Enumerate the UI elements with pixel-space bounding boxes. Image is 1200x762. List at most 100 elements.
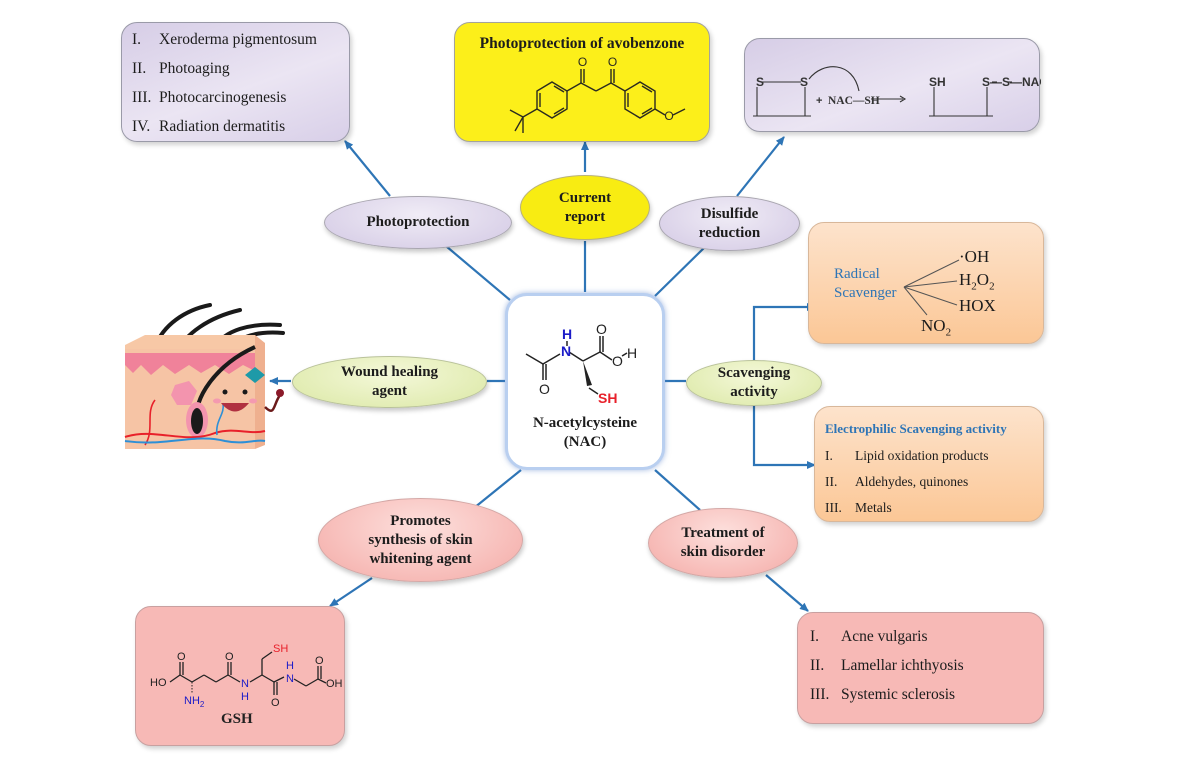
oxygen-label: O xyxy=(177,651,186,663)
item-text: Lipid oxidation products xyxy=(855,448,989,463)
formula-part: H xyxy=(959,270,972,289)
formula-part: O xyxy=(976,270,990,289)
disulfide-reaction-box: S S + NAC—SH SH S—S—NAC xyxy=(744,38,1041,132)
item-text: Lamellar ichthyosis xyxy=(841,657,964,674)
thiol-label: SH xyxy=(598,390,617,406)
formula-subscript: 2 xyxy=(989,280,995,293)
list-item: I. Acne vulgaris xyxy=(810,622,964,651)
gsh-name: GSH xyxy=(221,711,253,727)
hydrogen-label: H xyxy=(627,345,637,361)
nac-center-box[interactable]: H N O O H O SH N-acetylcysteine (NAC) xyxy=(505,293,665,470)
item-number: II. xyxy=(132,60,147,77)
electrophilic-scavenging-box: Electrophilic Scavenging activity I.Lipi… xyxy=(814,406,1044,522)
bow-icon xyxy=(245,367,265,383)
connector-photoprotection xyxy=(439,240,511,301)
oxygen-label: O xyxy=(225,651,234,663)
amide-hydrogen-label: H xyxy=(241,691,249,703)
radical-target-hox: HOX xyxy=(959,296,996,315)
node-label-line: report xyxy=(564,208,606,225)
radical-scavenger-label: Radical Scavenger xyxy=(834,265,896,303)
node-label-line: reduction xyxy=(698,224,761,241)
item-number: III. xyxy=(810,686,830,703)
radical-target-hydrogen-peroxide: H2O2 xyxy=(959,270,995,292)
formula-subscript: 2 xyxy=(971,280,977,293)
list-item: II.Photoaging xyxy=(132,54,317,83)
item-number: III. xyxy=(132,89,152,106)
disulfide-reaction-scheme: S S + NAC—SH SH S—S—NAC xyxy=(753,66,1041,117)
radical-target-hydroxyl: ·OH xyxy=(959,247,990,266)
item-text: Photocarcinogenesis xyxy=(159,89,287,106)
item-number: II. xyxy=(825,474,838,489)
item-number: I. xyxy=(825,448,833,463)
sulfur-label: S xyxy=(800,75,808,89)
node-label-line: skin disorder xyxy=(680,544,766,560)
node-label-line: whitening agent xyxy=(369,550,472,567)
radical-scavenger-box: Radical Scavenger ·OH H2O2 HOX NO2 xyxy=(808,222,1044,344)
nitrogen-label: N xyxy=(561,343,571,359)
radical-target-no2: NO2 xyxy=(921,316,951,338)
item-text: Xeroderma pigmentosum xyxy=(159,31,317,48)
list-item: III.Metals xyxy=(825,495,988,521)
oxygen-label: O xyxy=(315,655,324,667)
amine-text: NH xyxy=(184,695,200,707)
avobenzone-box: Photoprotection of avobenzone O O O xyxy=(454,22,710,142)
item-number: I. xyxy=(132,31,142,48)
node-label-line: Promotes xyxy=(390,512,451,529)
item-text: Acne vulgaris xyxy=(841,628,928,645)
list-item: I. Xeroderma pigmentosum xyxy=(132,25,317,54)
plus-sign: + xyxy=(816,95,822,107)
list-item: III. Systemic sclerosis xyxy=(810,680,964,709)
node-skin-whitening[interactable]: Promotes synthesis of skin whitening agent xyxy=(318,498,523,582)
amine-hydrogen-label: H xyxy=(562,326,572,342)
oxygen-label: O xyxy=(612,353,623,369)
arrow-to-skin-disorders-box xyxy=(765,574,809,612)
oxygen-label: O xyxy=(596,321,607,337)
skin-disorders-box: I. Acne vulgaris II. Lamellar ichthyosis I… xyxy=(797,612,1044,724)
nac-structure: H N O O H O SH xyxy=(525,321,637,406)
mixed-disulfide-product: S—S—NAC xyxy=(982,75,1041,89)
avobenzone-structure: O O O xyxy=(509,55,686,133)
item-number: I. xyxy=(810,628,820,645)
arrow-to-photoprotection-list xyxy=(344,140,391,197)
nac-abbreviation: (NAC) xyxy=(563,434,607,450)
item-number: II. xyxy=(810,657,825,674)
item-text: Aldehydes, quinones xyxy=(855,474,969,489)
item-number: IV. xyxy=(132,118,151,135)
list-item: II. Aldehydes, quinones xyxy=(825,469,988,495)
node-label-line: synthesis of skin xyxy=(368,531,473,548)
gsh-structure: HO O O NH2 N H SH H N O O OH GSH xyxy=(150,643,343,727)
node-label-line: agent xyxy=(371,383,407,399)
skin-cartoon-illustration xyxy=(124,303,285,449)
item-text: Systemic sclerosis xyxy=(841,686,956,703)
arrow-to-gsh-box xyxy=(329,577,373,607)
nac-name: N-acetylcysteine xyxy=(532,415,638,431)
label-line: Radical xyxy=(834,266,880,282)
item-number: III. xyxy=(825,500,842,515)
connector-skin-disorder xyxy=(654,469,701,511)
node-current-report[interactable]: Current report xyxy=(520,175,650,240)
formula-part: NO xyxy=(921,316,946,335)
hydroxyl-label: HO xyxy=(150,677,167,689)
arrow-to-disulfide-reaction xyxy=(736,136,785,197)
list-item: II. Lamellar ichthyosis xyxy=(810,651,964,680)
avobenzone-title: Photoprotection of avobenzone xyxy=(479,35,685,52)
node-label-line: Current xyxy=(558,189,612,206)
gsh-box: HO O O NH2 N H SH H N O O OH GSH xyxy=(135,606,345,746)
connector-disulfide xyxy=(654,245,707,297)
amide-hydrogen-label: H xyxy=(286,660,294,672)
amine-subscript: 2 xyxy=(200,700,205,709)
oxygen-label: O xyxy=(608,55,617,69)
photoprotection-conditions-box: I. Xeroderma pigmentosum II.Photoaging II… xyxy=(121,22,350,142)
hydroxyl-label: OH xyxy=(326,678,343,690)
thiol-label: SH xyxy=(929,75,946,89)
amide-nitrogen-label: N xyxy=(241,678,249,690)
list-item: IV.Radiation dermatitis xyxy=(132,112,317,141)
node-photoprotection[interactable]: Photoprotection xyxy=(324,196,512,249)
connector-whitening xyxy=(473,469,522,509)
